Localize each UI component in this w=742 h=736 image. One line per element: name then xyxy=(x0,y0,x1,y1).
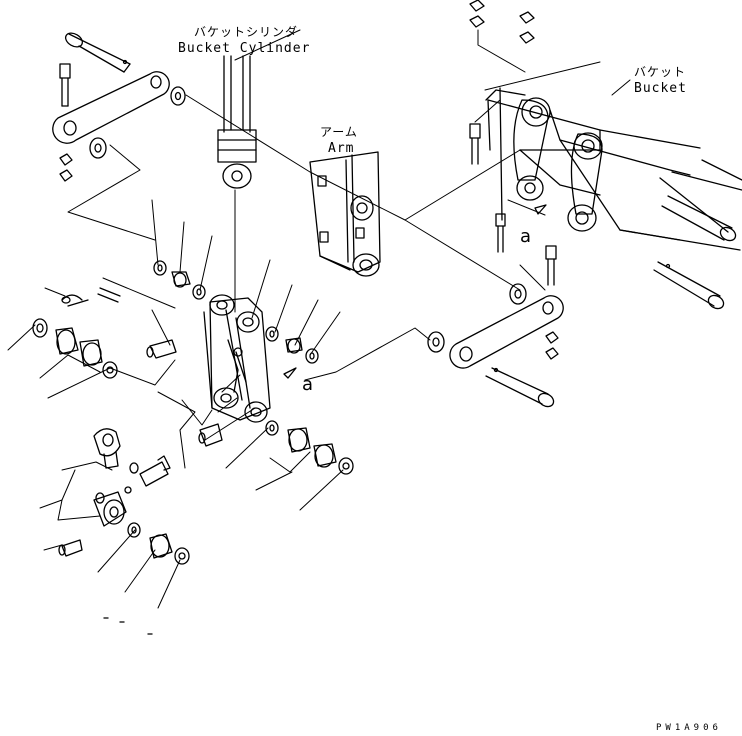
bucket-cylinder-rod xyxy=(218,56,256,188)
arm-label-jp: アーム xyxy=(320,125,358,139)
clip-left xyxy=(62,295,88,306)
washer-right-lower xyxy=(428,332,444,352)
bushings-center-left xyxy=(154,261,205,299)
o-ring-small xyxy=(130,463,138,473)
link-right xyxy=(450,296,563,368)
pin-top-left xyxy=(63,30,130,72)
bushings-bottom xyxy=(128,523,189,564)
bucket-cylinder-label-en: Bucket Cylinder xyxy=(178,41,311,56)
reference-a-right: a xyxy=(520,226,532,247)
drawing-code: PW1A906 xyxy=(656,723,722,733)
grease-fitting-center xyxy=(147,340,176,358)
pin-right-lower xyxy=(486,368,556,409)
fitting-elbow xyxy=(140,456,170,486)
bolt-bucket-lower xyxy=(496,214,505,252)
swivel-fitting xyxy=(94,429,120,468)
link-top-left xyxy=(53,72,169,143)
nuts-top-left xyxy=(60,154,72,181)
arm xyxy=(310,152,380,276)
washer-right xyxy=(510,284,526,304)
bushings-left xyxy=(33,319,117,378)
pin-bucket-mid xyxy=(654,262,726,311)
arm-label-en: Arm xyxy=(328,141,355,156)
pin-bucket-right xyxy=(662,196,738,243)
nuts-bucket-top xyxy=(470,0,534,43)
bushings-lower-right xyxy=(266,421,353,474)
bolt-top-left xyxy=(60,64,70,106)
bolt-right-link xyxy=(546,246,556,285)
bucket-label-jp: バケット xyxy=(634,65,687,79)
pin-small-left xyxy=(98,288,120,302)
leader-lines xyxy=(8,30,630,608)
pin-marks xyxy=(104,618,152,634)
central-link-assembly xyxy=(204,295,296,422)
reference-a-left: a xyxy=(302,374,314,395)
grease-block xyxy=(94,487,131,526)
bucket-cylinder-label-jp: バケットシリンダ xyxy=(194,25,299,39)
bucket-label-en: Bucket xyxy=(634,81,687,96)
bushings-center xyxy=(266,327,318,363)
grease-nipple-left xyxy=(59,540,82,556)
washer-top-center xyxy=(171,87,185,105)
bucket xyxy=(486,88,742,250)
nuts-right xyxy=(546,332,558,359)
bolt-bucket-left xyxy=(470,124,480,164)
washer-top-left xyxy=(90,138,106,158)
grease-fitting-lower xyxy=(199,424,222,446)
